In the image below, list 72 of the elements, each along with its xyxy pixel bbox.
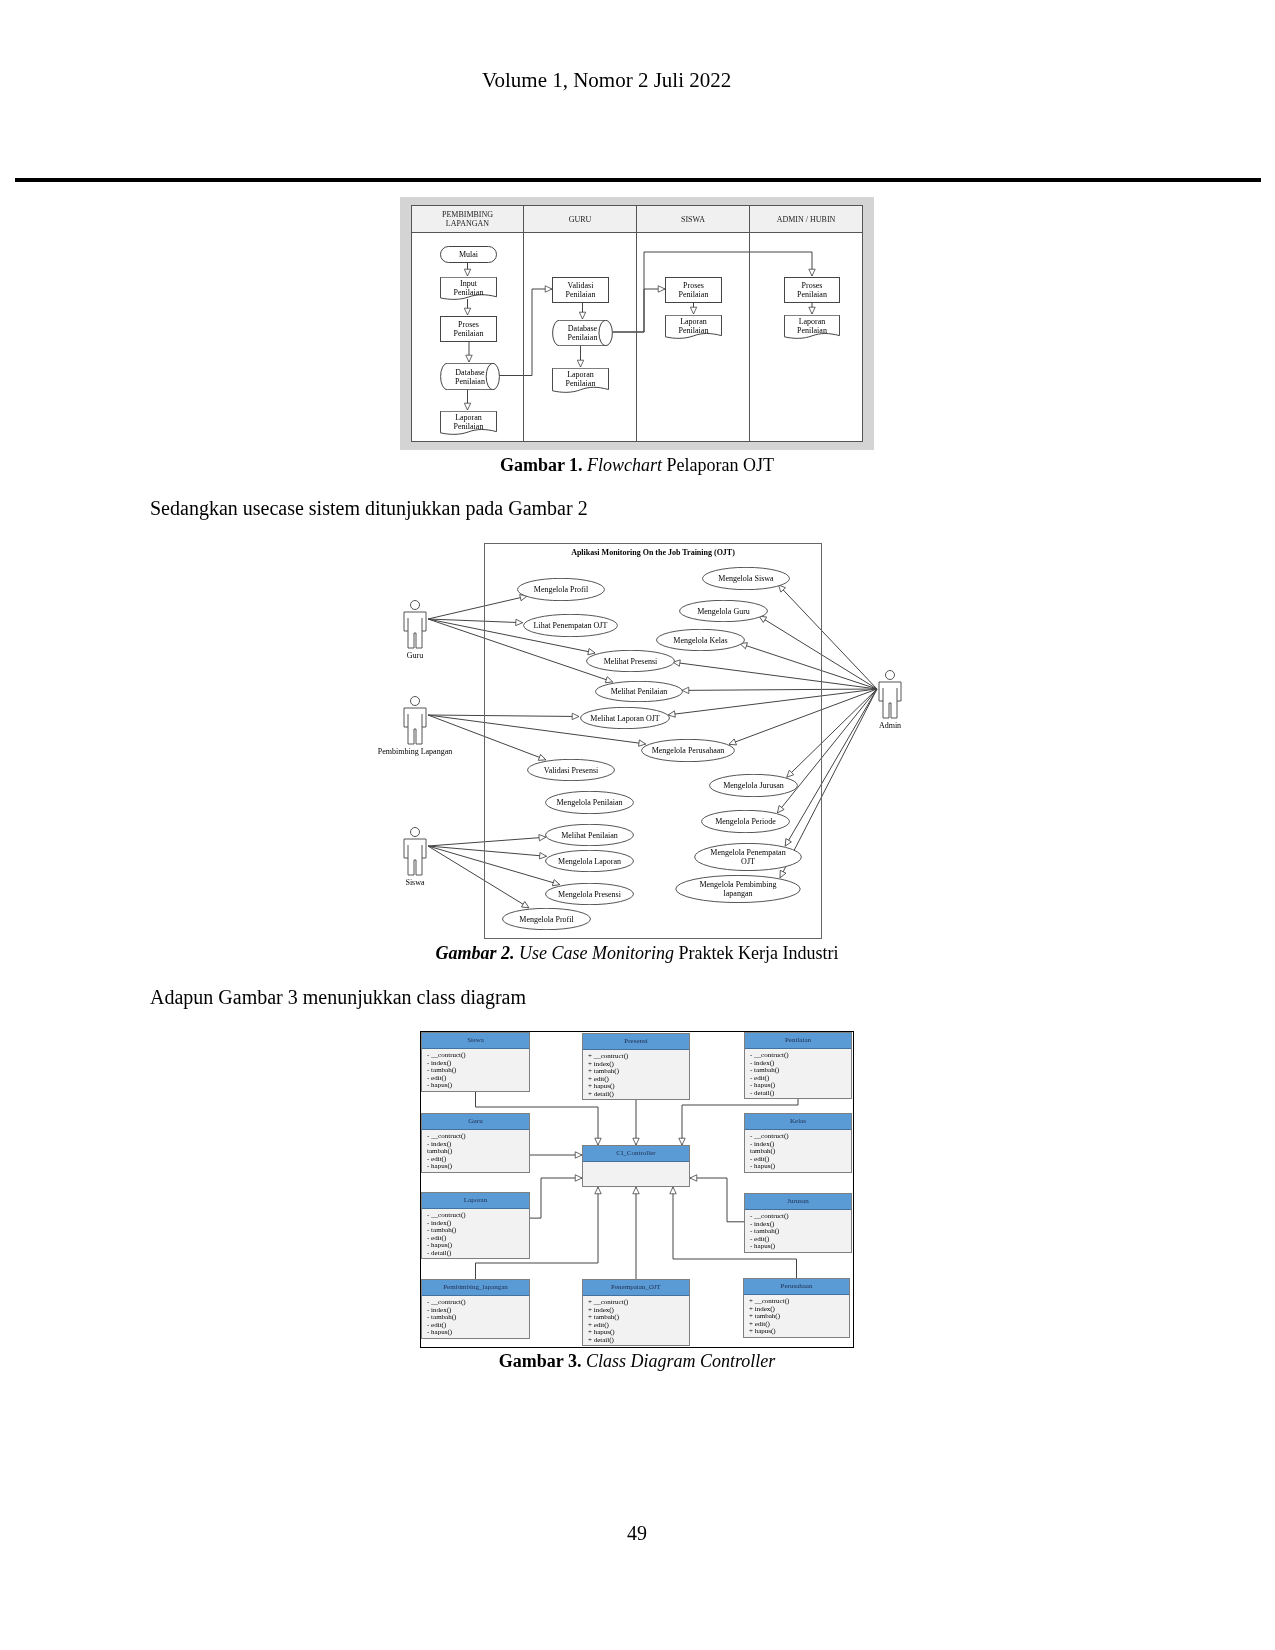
arrow <box>498 285 553 376</box>
paragraph: Adapun Gambar 3 menunjukkan class diagram <box>150 985 526 1009</box>
class-box <box>421 1032 530 1092</box>
arrow <box>475 1091 602 1146</box>
class-box <box>582 1033 690 1100</box>
arrow <box>689 1174 745 1223</box>
actor-name: Guru <box>406 651 424 661</box>
swimlane <box>750 205 863 442</box>
arrow <box>779 688 878 879</box>
arrow <box>632 1186 640 1280</box>
paragraph: Sedangkan usecase sistem ditunjukkan pada Gambar 2 <box>150 496 588 520</box>
class-box <box>744 1193 852 1253</box>
class-box <box>582 1145 690 1187</box>
arrow <box>427 834 547 847</box>
lane-header: PEMBIMBING LAPANGAN <box>412 206 523 233</box>
actor-name: Admin <box>878 721 902 731</box>
system-title: Aplikasi Monitoring On the Job Training (OJT) <box>571 548 735 558</box>
arrow <box>427 618 614 684</box>
class-box <box>744 1113 852 1173</box>
arrow <box>427 845 561 887</box>
arrow <box>776 688 878 814</box>
class-box <box>421 1279 530 1339</box>
class-box <box>421 1113 530 1173</box>
process-box: Proses Penilaian <box>784 277 840 303</box>
lane-header: SISWA <box>637 206 749 233</box>
figure-caption: Gambar 1. Flowchart Pelaporan OJT <box>499 454 775 476</box>
lane-header: ADMIN / HUBIN <box>750 206 862 233</box>
arrow <box>758 615 878 690</box>
actor-name: Siswa <box>405 878 425 888</box>
arrow <box>672 659 878 690</box>
swimlane <box>637 205 750 442</box>
arrow <box>669 1186 797 1279</box>
arrow <box>576 344 585 368</box>
arrow <box>427 594 528 620</box>
arrow <box>463 261 472 277</box>
process-box: Proses Penilaian <box>665 277 722 303</box>
swimlane <box>411 205 524 442</box>
arrow <box>529 1174 583 1219</box>
arrow <box>678 1098 799 1146</box>
arrow <box>632 1099 640 1146</box>
figure-caption: Gambar 3. Class Diagram Controller <box>498 1350 776 1372</box>
process-box: Validasi Penilaian <box>552 277 609 303</box>
arrow <box>578 301 587 320</box>
system-boundary <box>484 543 822 939</box>
document-shape: Input Penilaian <box>440 277 497 300</box>
class-box <box>421 1192 530 1259</box>
process-box: Proses Penilaian <box>440 316 497 342</box>
class-box <box>582 1279 690 1346</box>
arrow <box>808 301 816 315</box>
arrow <box>612 251 816 333</box>
document-shape: Laporan Penilaian <box>665 315 722 339</box>
class-box <box>743 1278 850 1338</box>
lane-header: GURU <box>524 206 636 233</box>
actor-name: Pembimbing Lapangan <box>377 747 453 757</box>
arrow <box>463 298 472 316</box>
document-shape: Laporan Penilaian <box>784 315 840 339</box>
swimlane <box>524 205 637 442</box>
page-number: 49 <box>627 1521 647 1545</box>
document-shape: Laporan Penilaian <box>552 368 609 393</box>
arrow <box>778 584 878 690</box>
arrow <box>529 1151 583 1159</box>
journal-issue: Volume 1, Nomor 2 Juli 2022 <box>482 68 732 92</box>
terminator: Mulai <box>440 246 497 263</box>
figure-caption: Gambar 2. Use Case Monitoring Praktek Kerja Industri <box>435 942 839 964</box>
class-box <box>744 1032 852 1099</box>
arrow <box>463 388 472 411</box>
arrow <box>427 845 530 909</box>
arrow <box>427 714 547 761</box>
arrow <box>475 1186 602 1280</box>
arrow <box>689 301 698 315</box>
arrow <box>728 688 878 746</box>
document-shape: Laporan Penilaian <box>440 411 497 435</box>
